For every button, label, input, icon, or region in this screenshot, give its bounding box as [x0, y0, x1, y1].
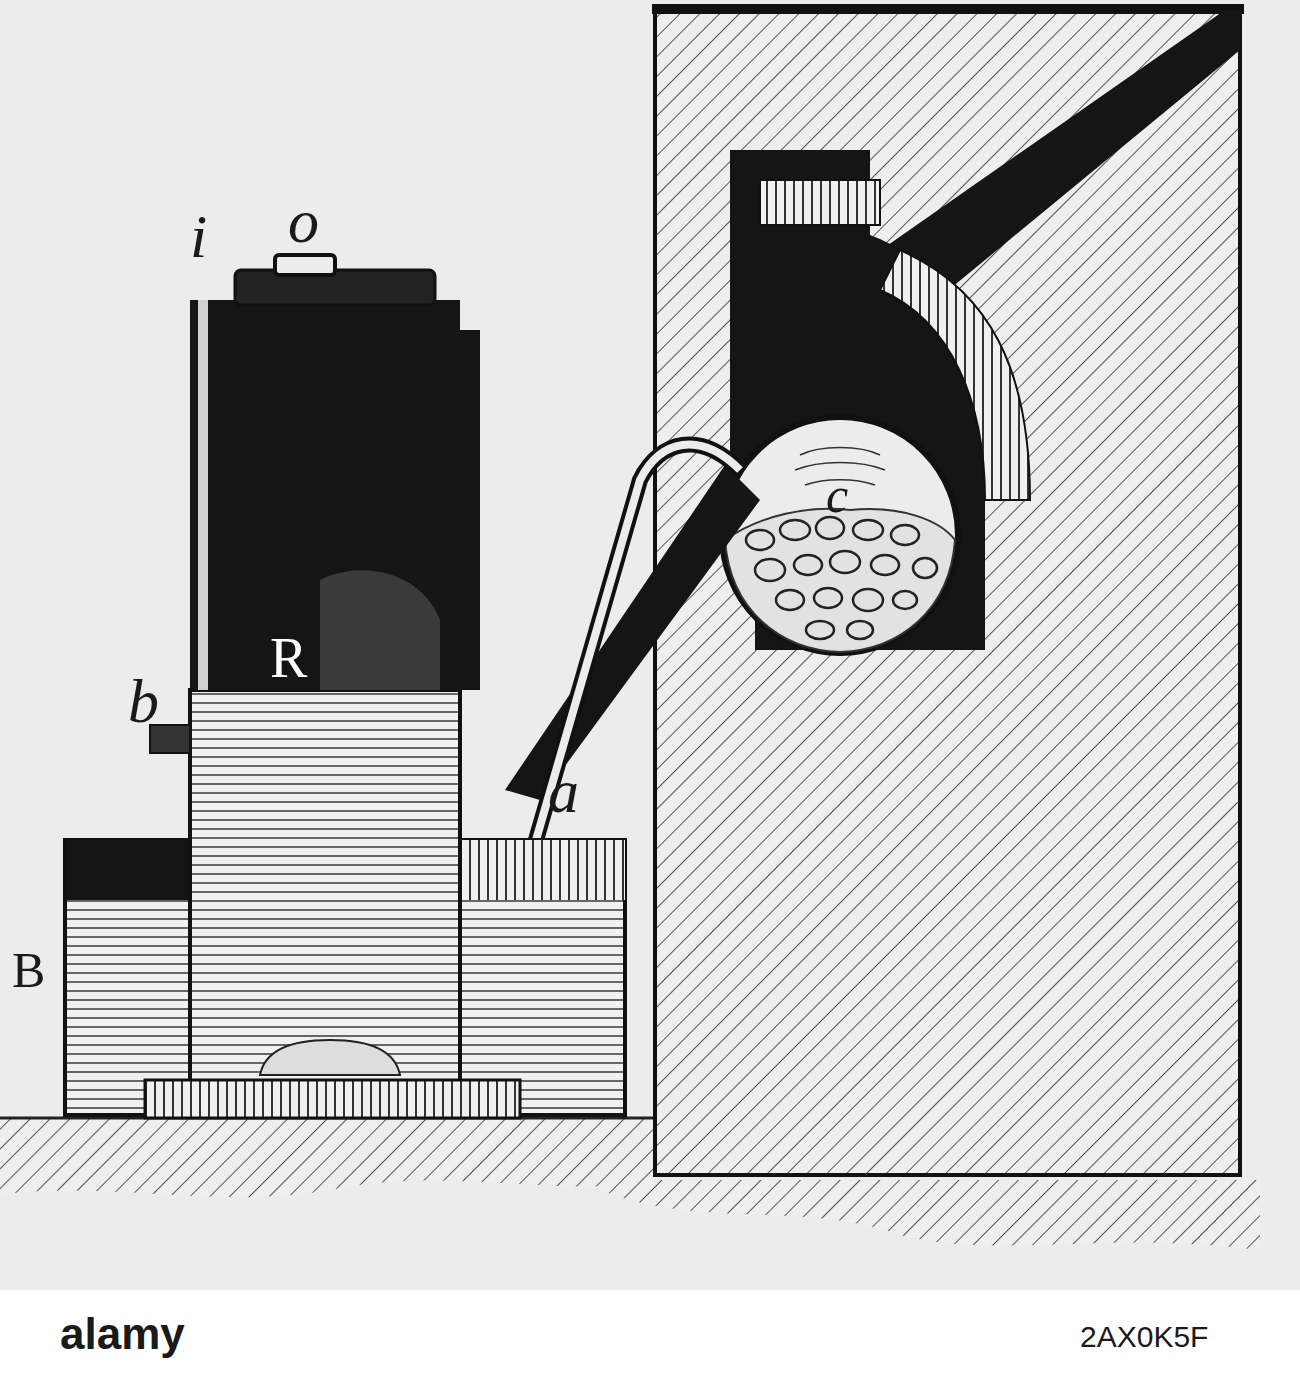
watermark: alamy — [60, 1312, 185, 1356]
part-letter: c — [826, 470, 848, 520]
part-letter: b — [128, 670, 159, 732]
part-letter: i — [190, 205, 207, 267]
part-letter: B — [12, 945, 45, 995]
part-letter: a — [548, 760, 579, 822]
part-letter: o — [288, 190, 319, 252]
watermark: 2AX0K5F — [1080, 1322, 1208, 1352]
part-letter: R — [270, 630, 307, 686]
